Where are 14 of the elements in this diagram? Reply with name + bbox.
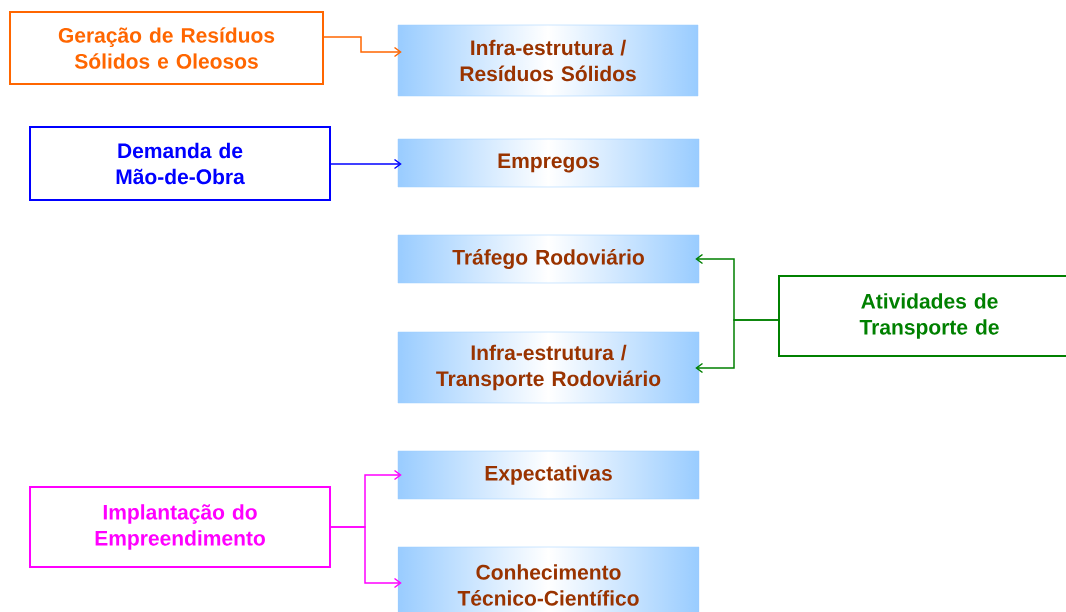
impact-box: Expectativas — [397, 450, 700, 500]
connector-arrow — [329, 526, 402, 589]
source-box: Geração de Resíduos Sólidos e Oleosos — [9, 11, 324, 85]
impact-box: Infra-estrutura / Transporte Rodoviário — [397, 331, 700, 404]
source-box: Implantação do Empreendimento — [29, 486, 331, 568]
impact-box: Conhecimento Técnico-Científico — [397, 546, 700, 612]
impact-box: Empregos — [397, 138, 700, 188]
connector-arrow — [329, 158, 402, 170]
connector-arrow — [322, 36, 402, 58]
connector-arrow — [695, 319, 780, 374]
source-box: Atividades de Transporte de — [778, 275, 1066, 357]
impact-box: Infra-estrutura / Resíduos Sólidos — [397, 24, 699, 97]
impact-box: Tráfego Rodoviário — [397, 234, 700, 284]
source-box: Demanda de Mão-de-Obra — [29, 126, 331, 201]
